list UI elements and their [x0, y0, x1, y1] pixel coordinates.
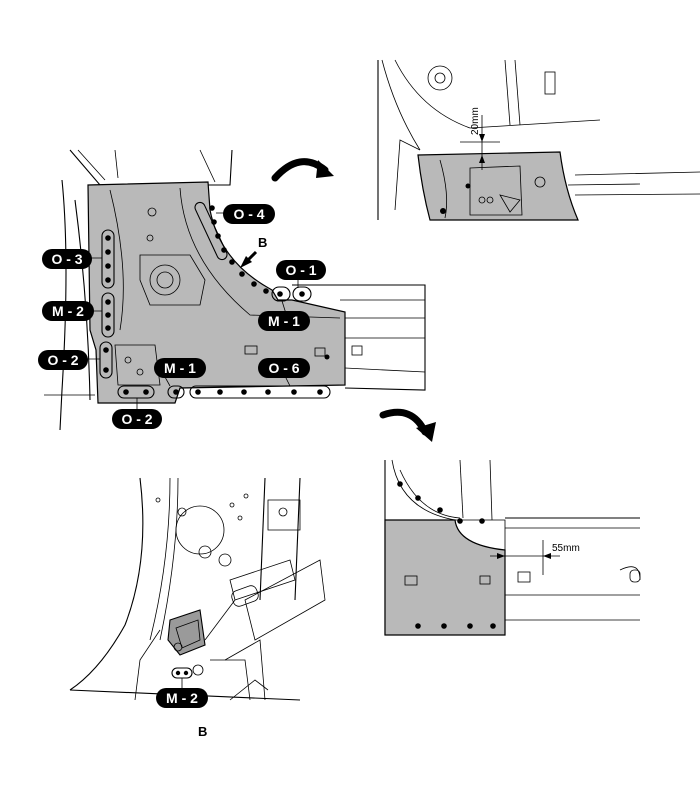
detail-top-right: 20mm	[377, 59, 700, 221]
view-b-caption: B	[198, 724, 207, 739]
bottom-right-section	[384, 519, 506, 636]
detail-bottom-right: 55mm	[384, 459, 641, 636]
svg-text:O - 2: O - 2	[121, 411, 152, 427]
label-o6: O - 6	[258, 358, 310, 378]
top-right-section	[417, 151, 579, 221]
dimension-55mm: 55mm	[552, 543, 580, 554]
weld-dots-o2-left	[99, 341, 113, 379]
weld-dots-o4	[194, 201, 269, 294]
view-b-pocket	[167, 609, 206, 656]
svg-text:O - 2: O - 2	[47, 352, 78, 368]
curved-arrow-top	[271, 158, 334, 182]
label-m1-lower: M - 1	[154, 358, 206, 378]
label-o3: O - 3	[42, 249, 92, 269]
label-o4: O - 4	[223, 204, 275, 224]
weld-dots-m1-o1	[271, 286, 312, 302]
svg-text:M - 2: M - 2	[166, 690, 198, 706]
weld-dots-m2	[101, 292, 115, 338]
svg-text:M - 1: M - 1	[164, 360, 196, 376]
curved-arrow-bottom	[379, 408, 436, 442]
svg-text:O - 1: O - 1	[285, 262, 316, 278]
svg-text:O - 4: O - 4	[233, 206, 264, 222]
label-m2-view-b: M - 2	[156, 688, 208, 708]
view-arrow-letter: B	[258, 235, 267, 250]
main-view: B O - 4 O - 1 O - 3 M - 2 M - 1 O - 2	[38, 149, 426, 431]
weld-dots-o3	[101, 229, 115, 289]
label-o2-bottom: O - 2	[112, 409, 162, 429]
svg-text:O - 3: O - 3	[51, 251, 82, 267]
svg-text:M - 2: M - 2	[52, 303, 84, 319]
label-m1-upper: M - 1	[258, 311, 310, 331]
weld-dots-o2-bottom	[117, 385, 155, 399]
weld-dots-m1-lower	[167, 385, 185, 399]
label-m2: M - 2	[42, 301, 94, 321]
label-o2-left: O - 2	[38, 350, 88, 370]
detail-view-b: M - 2 B	[69, 477, 326, 739]
dimension-20mm: 20mm	[470, 107, 481, 135]
weld-dots-o6	[189, 385, 331, 399]
svg-text:M - 1: M - 1	[268, 313, 300, 329]
label-o1: O - 1	[276, 260, 326, 280]
svg-text:O - 6: O - 6	[268, 360, 299, 376]
